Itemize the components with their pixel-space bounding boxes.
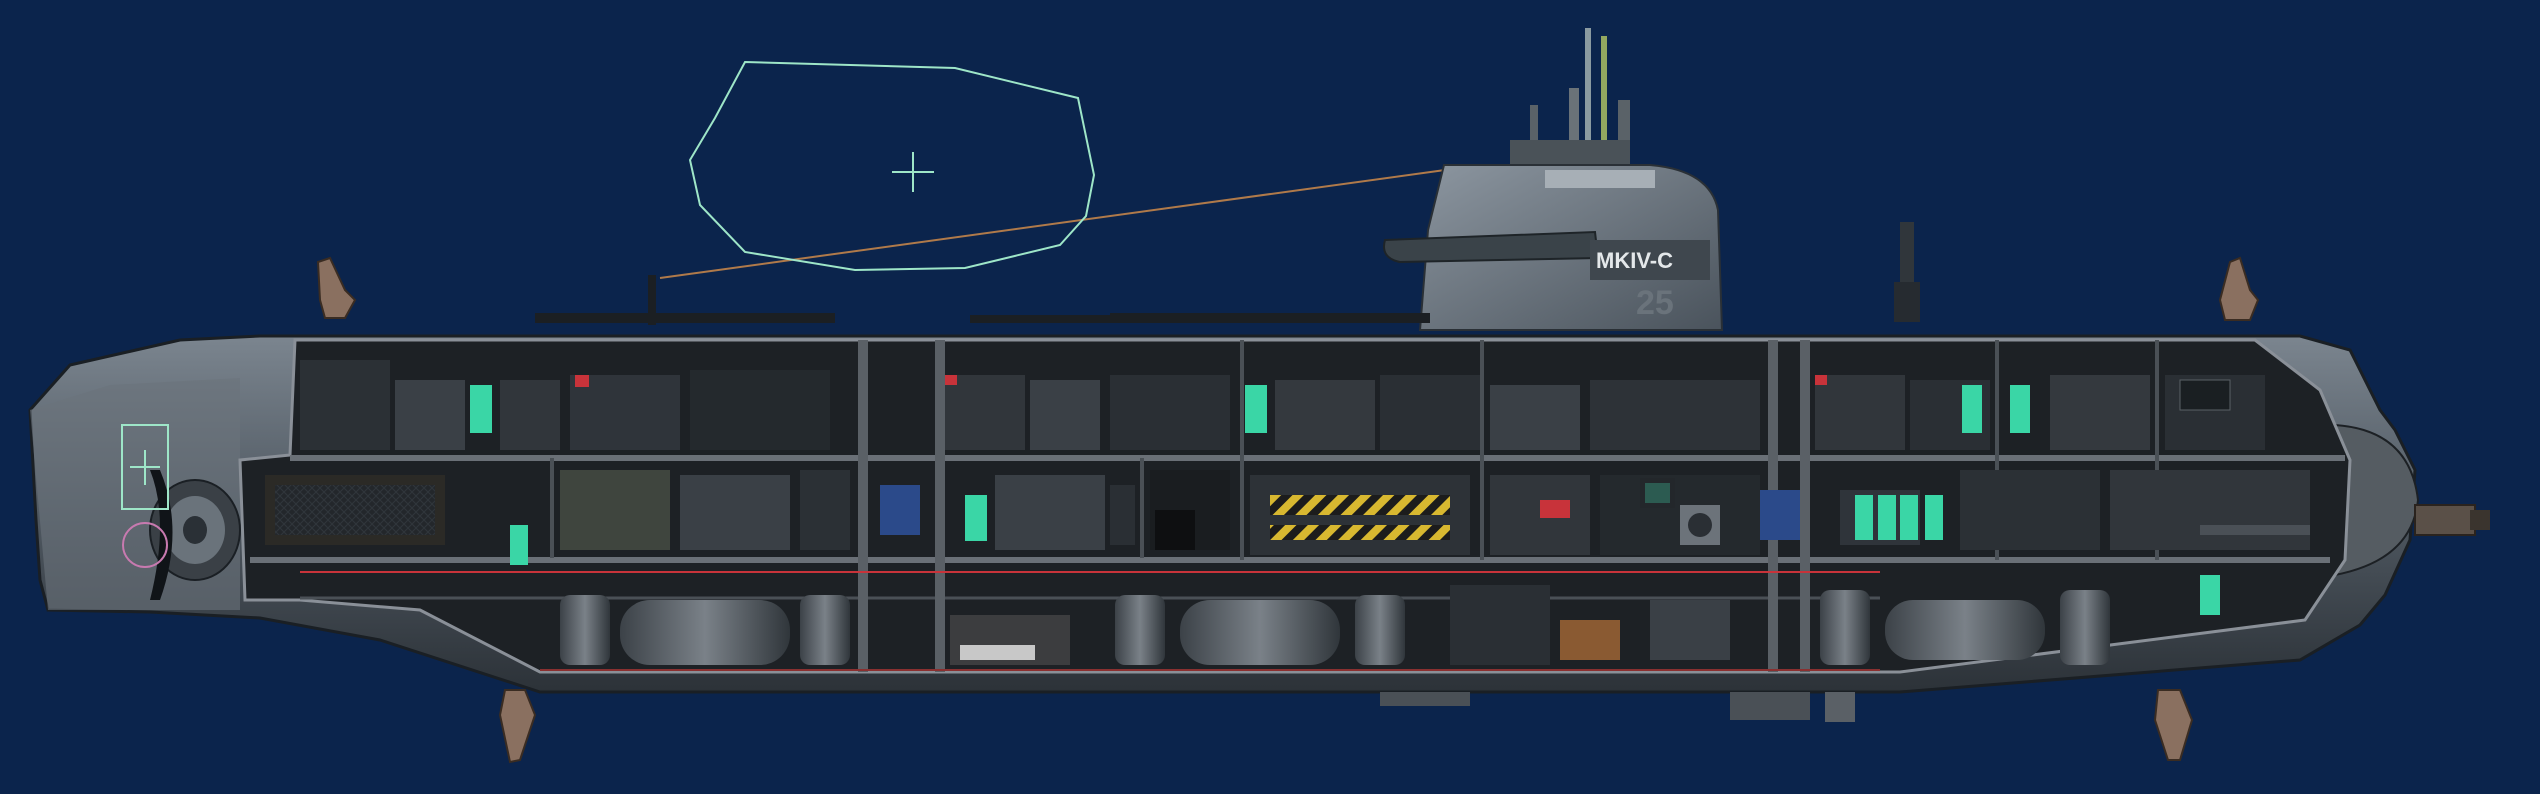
hatch-ring[interactable]	[122, 522, 168, 568]
console-terminal[interactable]	[1878, 495, 1896, 540]
sonar-range-outline[interactable]	[688, 60, 1096, 272]
console-terminal[interactable]	[965, 495, 987, 541]
window-panel	[1760, 490, 1800, 540]
conning-tower: MKIV-C 25	[1383, 164, 1724, 331]
console-terminal[interactable]	[470, 385, 492, 433]
propeller-assembly	[149, 470, 241, 600]
console-terminal[interactable]	[1962, 385, 1982, 433]
periscope-masts	[1510, 28, 1630, 165]
storage-crate[interactable]	[1560, 620, 1620, 660]
bottom-thruster-fore	[2153, 689, 2194, 761]
sail-hull-number: 25	[1636, 284, 1674, 322]
alarm-light	[575, 375, 589, 387]
deck-rails	[535, 275, 1430, 325]
console-terminal[interactable]	[1900, 495, 1918, 540]
upper-deck-equipment	[300, 360, 2265, 450]
console-terminal[interactable]	[1925, 495, 1943, 540]
keel-fittings	[1380, 692, 1855, 722]
console-terminal[interactable]	[1245, 385, 1267, 433]
hazard-stripe	[1270, 495, 1450, 515]
top-thruster-aft	[316, 256, 357, 319]
console-terminal[interactable]	[2200, 575, 2220, 615]
console-terminal[interactable]	[510, 525, 528, 565]
middle-deck-equipment	[265, 470, 2310, 565]
top-thruster-fore	[2218, 256, 2260, 321]
rear-mast	[1894, 222, 1920, 322]
sonar-tether-line	[659, 169, 1446, 279]
sail-designation-label: MKIV-C	[1596, 248, 1673, 273]
bottom-thruster-aft	[498, 689, 537, 764]
console-terminal[interactable]	[1855, 495, 1873, 540]
console-terminal[interactable]	[2010, 385, 2030, 433]
docking-port-selection[interactable]	[121, 424, 169, 510]
window-panel	[880, 485, 920, 535]
bow-sonar-pod	[2414, 504, 2490, 536]
ballast-tanks	[560, 575, 2220, 665]
